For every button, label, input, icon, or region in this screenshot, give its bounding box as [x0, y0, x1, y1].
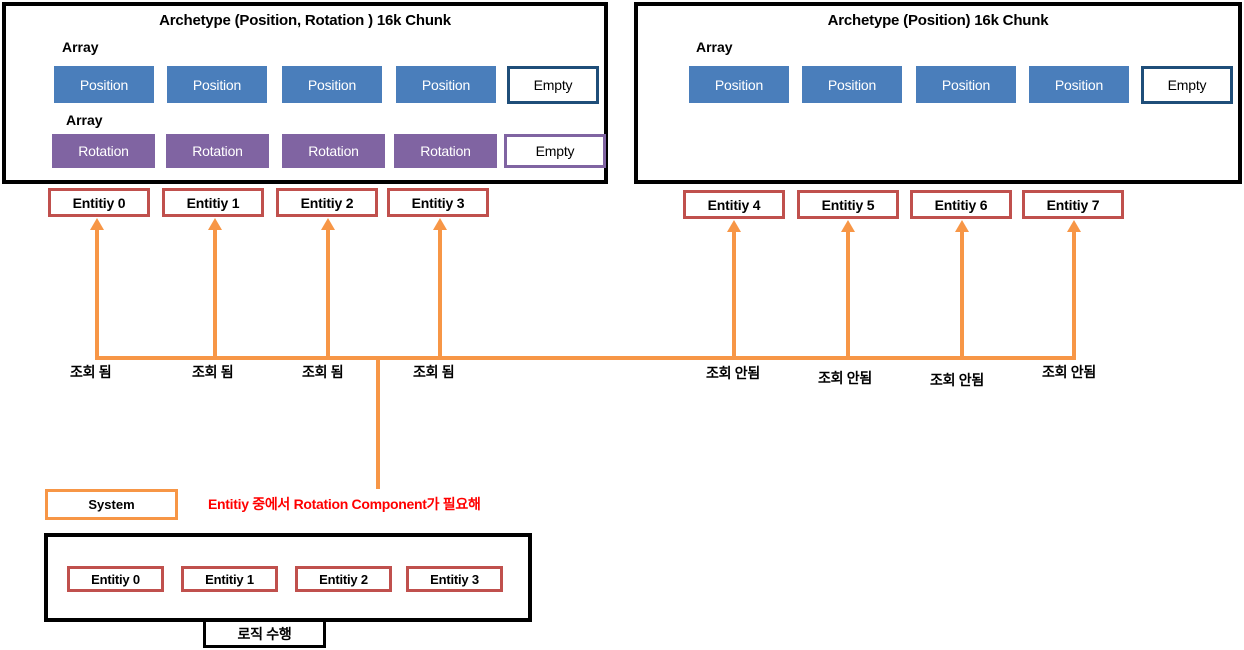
matched-entity-box[interactable]: Entitiy 3 — [406, 566, 503, 592]
entity-status-label: 조회 됨 — [302, 364, 344, 380]
array-label-position: Array — [62, 39, 99, 55]
system-query-note: Entitiy 중에서 Rotation Component가 필요해 — [208, 496, 481, 512]
array-label-rotation: Array — [66, 112, 103, 128]
entity-status-label: 조회 됨 — [70, 364, 112, 380]
connector-line — [326, 229, 330, 360]
chunk-title: Archetype (Position, Rotation ) 16k Chun… — [159, 12, 451, 29]
entity-box[interactable]: Entitiy 6 — [910, 190, 1012, 219]
entity-box[interactable]: Entitiy 7 — [1022, 190, 1124, 219]
connector-bus-line — [95, 356, 1076, 360]
component-cell-empty: Empty — [504, 134, 606, 168]
archetype-chunk-position-rotation: Archetype (Position, Rotation ) 16k Chun… — [2, 2, 608, 184]
connector-line — [438, 229, 442, 360]
arrow-head-icon — [841, 220, 855, 232]
entity-box[interactable]: Entitiy 0 — [48, 188, 150, 217]
component-cell-position: Position — [1029, 66, 1129, 103]
entity-status-label: 조회 됨 — [192, 364, 234, 380]
entity-box[interactable]: Entitiy 3 — [387, 188, 489, 217]
entity-status-label: 조회 안됨 — [1042, 364, 1096, 380]
arrow-head-icon — [208, 218, 222, 230]
connector-line — [732, 231, 736, 360]
arrow-head-icon — [321, 218, 335, 230]
connector-line — [1072, 231, 1076, 360]
component-cell-rotation: Rotation — [166, 134, 269, 168]
component-cell-position: Position — [167, 66, 267, 103]
component-cell-position: Position — [396, 66, 496, 103]
arrow-head-icon — [955, 220, 969, 232]
archetype-chunk-position: Archetype (Position) 16k Chunk Array Pos… — [634, 2, 1242, 184]
entity-box[interactable]: Entitiy 4 — [683, 190, 785, 219]
arrow-head-icon — [1067, 220, 1081, 232]
entity-box[interactable]: Entitiy 2 — [276, 188, 378, 217]
entity-status-label: 조회 안됨 — [818, 370, 872, 386]
entity-status-label: 조회 됨 — [413, 364, 455, 380]
entity-box[interactable]: Entitiy 1 — [162, 188, 264, 217]
component-cell-position: Position — [54, 66, 154, 103]
chunk-title: Archetype (Position) 16k Chunk — [827, 12, 1049, 29]
component-cell-empty: Empty — [507, 66, 599, 104]
component-cell-position: Position — [282, 66, 382, 103]
component-cell-position: Position — [916, 66, 1016, 103]
arrow-head-icon — [433, 218, 447, 230]
logic-execution-box[interactable]: 로직 수행 — [203, 619, 326, 648]
matched-entity-box[interactable]: Entitiy 0 — [67, 566, 164, 592]
component-cell-rotation: Rotation — [52, 134, 155, 168]
entity-box[interactable]: Entitiy 5 — [797, 190, 899, 219]
component-cell-position: Position — [689, 66, 789, 103]
matched-entity-box[interactable]: Entitiy 2 — [295, 566, 392, 592]
arrow-head-icon — [90, 218, 104, 230]
component-cell-position: Position — [802, 66, 902, 103]
arrow-head-icon — [727, 220, 741, 232]
component-cell-rotation: Rotation — [394, 134, 497, 168]
connector-line — [960, 231, 964, 360]
component-cell-empty: Empty — [1141, 66, 1233, 104]
connector-line — [95, 229, 99, 360]
connector-line — [846, 231, 850, 360]
array-label-position: Array — [696, 39, 733, 55]
system-query-stem — [376, 356, 380, 489]
matched-entity-box[interactable]: Entitiy 1 — [181, 566, 278, 592]
component-cell-rotation: Rotation — [282, 134, 385, 168]
connector-line — [213, 229, 217, 360]
entity-status-label: 조회 안됨 — [930, 372, 984, 388]
system-box[interactable]: System — [45, 489, 178, 520]
entity-status-label: 조회 안됨 — [706, 365, 760, 381]
